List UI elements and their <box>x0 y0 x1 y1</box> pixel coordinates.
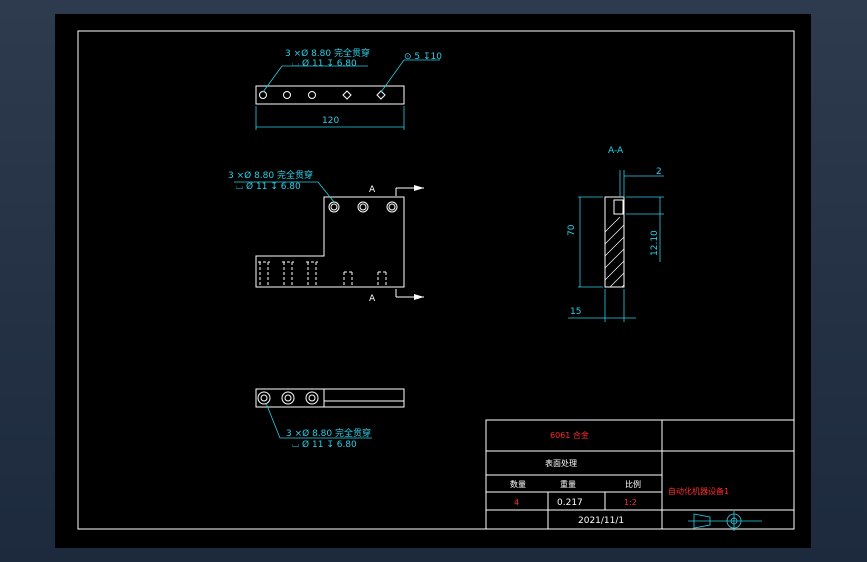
top-view: 3 ×Ø 8.80 完全贯穿 ⌴ Ø 11 ↧ 6.80 ⊙ 5 ↧10 120 <box>255 47 442 130</box>
front-hole-3-inner <box>388 203 396 211</box>
tb-qty-label: 数量 <box>510 479 526 489</box>
section-arrow-bottom-head <box>414 294 424 300</box>
front-hole-2 <box>357 201 369 213</box>
tb-part-name: 自动化机器设备1 <box>668 486 729 496</box>
tb-date: 2021/11/1 <box>578 516 624 526</box>
top-callout-tap: ⊙ 5 ↧10 <box>404 52 442 62</box>
title-block: 6061 合金 表面处理 数量 重量 比例 4 0.217 1:2 自动化机器设… <box>485 419 795 531</box>
bottom-hole-3-inner <box>308 394 316 402</box>
top-hole-2 <box>283 91 291 99</box>
bottom-hole-1 <box>257 391 271 405</box>
top-tap-2 <box>376 90 386 100</box>
front-hole-3 <box>386 201 398 213</box>
bottom-hole-2 <box>281 391 295 405</box>
top-view-outline <box>255 85 405 105</box>
tb-material: 6061 合金 <box>550 430 589 440</box>
section-mark-bottom: A <box>369 294 376 304</box>
bottom-view: 3 ×Ø 8.80 完全贯穿 ⌴ Ø 11 ↧ 6.80 <box>255 388 405 450</box>
bottom-callout-hole: 3 ×Ø 8.80 完全贯穿 <box>286 427 371 439</box>
front-leader <box>234 181 335 203</box>
top-leader-hole <box>262 65 368 93</box>
section-hatch <box>604 216 625 288</box>
tb-scale-label: 比例 <box>625 479 641 489</box>
tb-finish: 表面处理 <box>545 458 577 468</box>
section-mark-top: A <box>369 185 376 195</box>
front-callout-hole: 3 ×Ø 8.80 完全贯穿 <box>228 169 313 181</box>
top-dim-length: 120 <box>322 116 339 126</box>
section-title: A-A <box>608 146 624 156</box>
sec-dim-width: 15 <box>570 307 581 317</box>
top-callout-cbore: ⌴ Ø 11 ↧ 6.80 <box>292 58 357 69</box>
sec-dim-height: 70 <box>567 224 577 236</box>
front-hidden-bores <box>258 261 387 287</box>
section-notch <box>613 199 624 215</box>
tb-weight-label: 重量 <box>560 479 576 489</box>
sheet-border <box>77 30 795 530</box>
drawing-sheet <box>55 14 811 548</box>
front-hole-2-inner <box>359 203 367 211</box>
bottom-hole-2-inner <box>284 394 292 402</box>
section-arrow-top-head <box>414 185 424 191</box>
top-leader-tap <box>380 59 440 93</box>
bottom-view-outline <box>255 388 405 408</box>
top-hole-1 <box>259 91 267 99</box>
front-view: 3 ×Ø 8.80 完全贯穿 ⌴ Ø 11 ↧ 6.80 A A <box>228 169 424 304</box>
tb-scale-value: 1:2 <box>624 498 637 507</box>
sec-dim-top: 2 <box>656 167 662 177</box>
front-view-outline <box>255 196 405 288</box>
bottom-callout-cbore: ⌴ Ø 11 ↧ 6.80 <box>292 439 357 450</box>
top-tap-1 <box>342 90 352 100</box>
top-callout-hole: 3 ×Ø 8.80 完全贯穿 <box>285 47 370 59</box>
tb-qty-value: 4 <box>514 498 519 507</box>
bottom-leader <box>265 402 372 439</box>
sec-dim-right: 12.10 <box>650 230 660 256</box>
front-callout-cbore: ⌴ Ø 11 ↧ 6.80 <box>236 181 301 192</box>
bottom-hole-3 <box>305 391 319 405</box>
tb-weight-value: 0.217 <box>557 498 583 508</box>
section-outline <box>604 196 625 288</box>
front-hole-1-inner <box>330 203 338 211</box>
bottom-hole-1-inner <box>260 394 268 402</box>
section-view: A-A 2 70 12.10 15 <box>567 146 664 322</box>
projection-symbol-icon <box>688 511 762 531</box>
top-hole-3 <box>308 91 316 99</box>
